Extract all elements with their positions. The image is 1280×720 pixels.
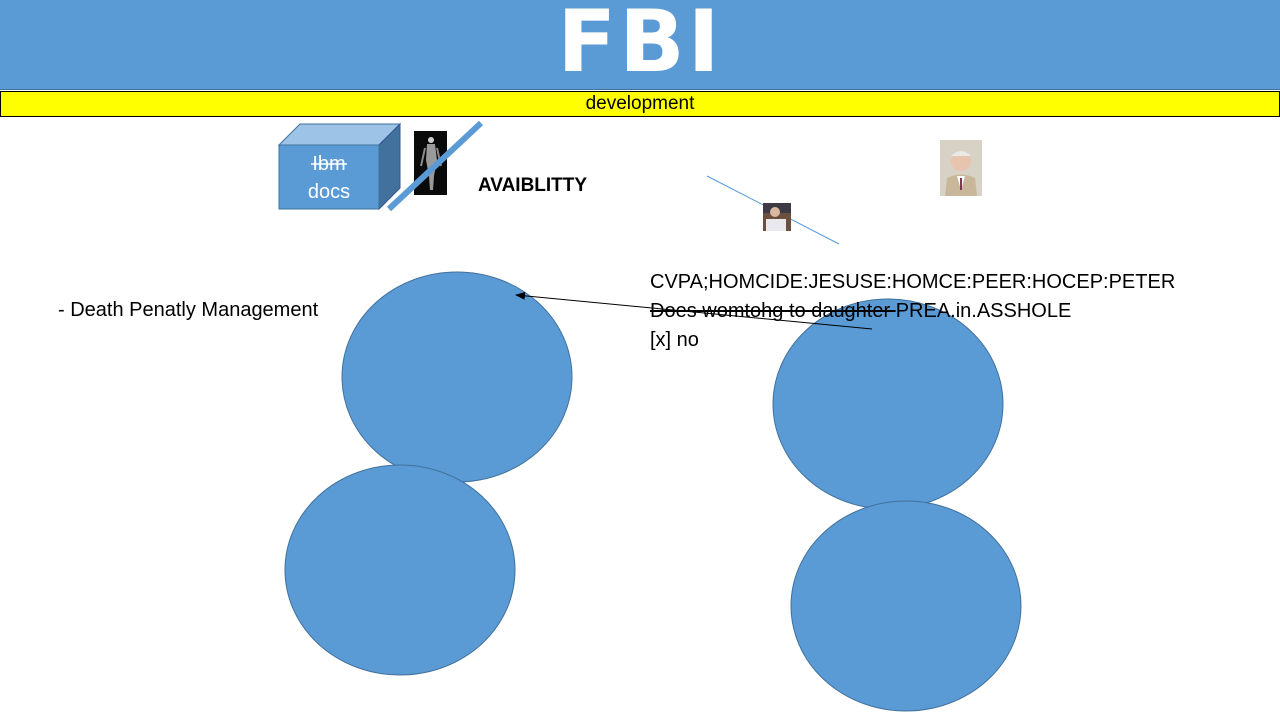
circle-top-left bbox=[341, 271, 573, 483]
connector-arrow bbox=[515, 291, 873, 330]
page-title: FBI bbox=[557, 0, 723, 92]
portrait-photo-top-right bbox=[940, 140, 982, 196]
circle-bottom-left bbox=[284, 464, 516, 676]
slash-line bbox=[386, 120, 484, 212]
note-line-2-struck: Does womtohg to daughter bbox=[650, 300, 896, 322]
portrait-photo-small bbox=[763, 203, 791, 231]
note-line-1: CVPA;HOMCIDE:JESUSE:HOMCE:PEER:HOCEP:PET… bbox=[650, 271, 1176, 293]
cube-docs-text: docs bbox=[308, 181, 350, 203]
subtitle-label: development bbox=[585, 93, 695, 114]
title-banner: FBI bbox=[0, 0, 1280, 90]
subtitle-bar: development bbox=[0, 91, 1280, 117]
circle-bottom-right bbox=[790, 500, 1022, 712]
docs-cube: Ibm docs bbox=[277, 122, 402, 211]
availability-label: AVAIBLITTY bbox=[478, 175, 588, 196]
note-line-2: Does womtohg to daughter PREA.in.ASSHOLE bbox=[650, 300, 1071, 323]
note-line-3: [x] no bbox=[650, 329, 699, 351]
circle-top-right bbox=[772, 298, 1004, 510]
death-penalty-note: - Death Penatly Management bbox=[58, 299, 319, 321]
note-line-2-rest: PREA.in.ASSHOLE bbox=[895, 300, 1072, 322]
